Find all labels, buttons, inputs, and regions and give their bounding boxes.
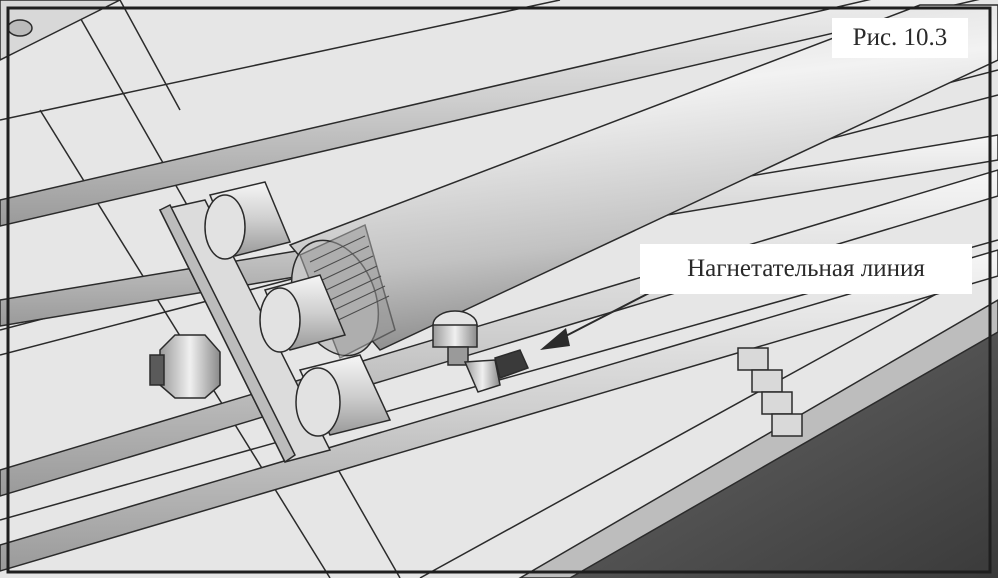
outer-frame xyxy=(6,6,992,574)
figure-label: Рис. 10.3 xyxy=(832,18,968,58)
callout-arrow xyxy=(540,289,656,350)
mounting-plate xyxy=(158,199,332,464)
cylinder-bosses xyxy=(204,181,392,437)
pressure-line-fitting xyxy=(432,310,530,393)
panel-edge xyxy=(518,299,998,578)
right-blocks xyxy=(737,347,803,437)
pressure-line-label: Нагнетательная линия xyxy=(640,244,972,294)
top-left-details xyxy=(0,0,121,61)
hex-nut xyxy=(149,334,221,399)
